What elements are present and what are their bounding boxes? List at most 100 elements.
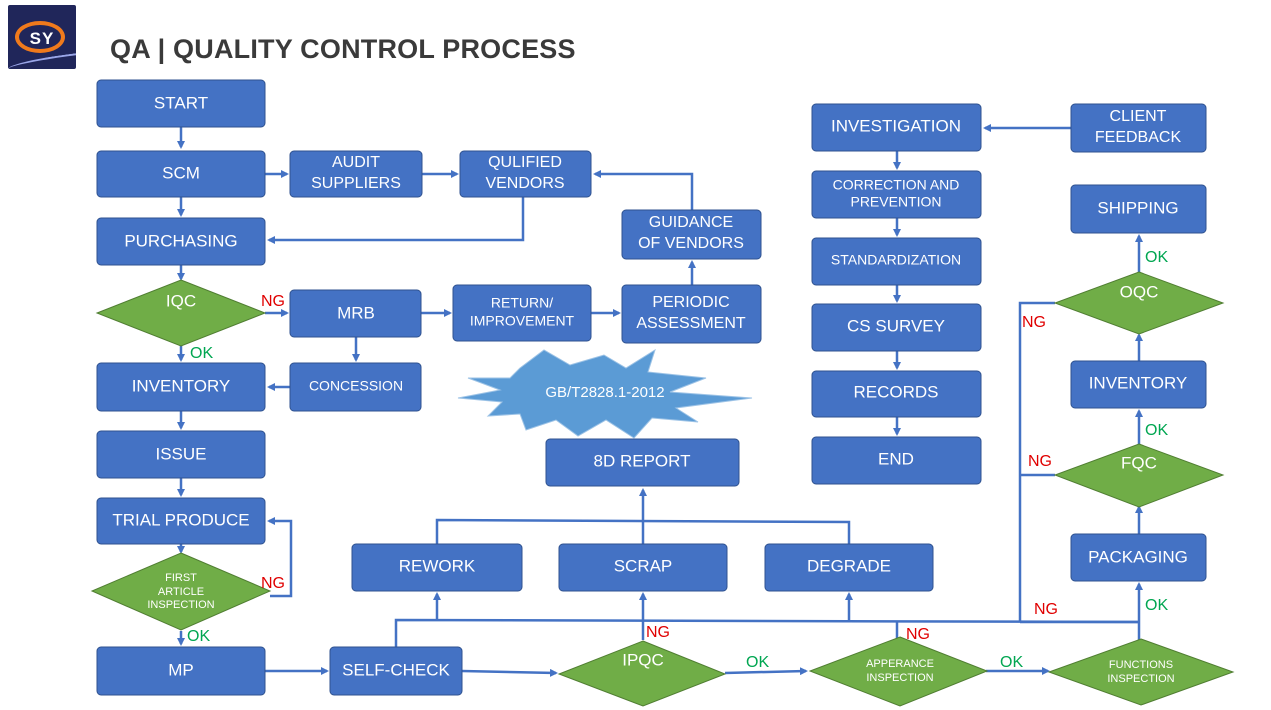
edge-oqc-ng-loop (1018, 301, 1055, 622)
box-shipping-label: SHIPPING (1097, 198, 1178, 217)
box-cs-survey: CS SURVEY (811, 303, 982, 352)
page-title: QA | QUALITY CONTROL PROCESS (110, 34, 576, 64)
box-investigation-label: INVESTIGATION (831, 116, 961, 135)
box-mp-label: MP (168, 660, 194, 679)
box-correction-line1: CORRECTION AND (833, 177, 960, 193)
box-return-line1: RETURN/ (491, 295, 553, 311)
diamond-appearance-line2: INSPECTION (866, 672, 933, 684)
diamond-functions-inspection: FUNCTIONS INSPECTION (1047, 638, 1235, 706)
label-ok-first-article: OK (187, 628, 210, 645)
label-ng-appearance: NG (906, 626, 930, 643)
box-periodic-assessment: PERIODIC ASSESSMENT (621, 284, 762, 344)
box-periodic-line2: ASSESSMENT (636, 315, 746, 332)
label-ok-fqc: OK (1145, 422, 1168, 439)
diamond-ipqc-label: IPQC (622, 650, 664, 669)
box-qualified-vendors: QULIFIED VENDORS (459, 150, 592, 198)
diamond-fqc-label: FQC (1121, 453, 1157, 472)
diamond-appearance-line1: APPERANCE (866, 658, 934, 670)
diamond-oqc: OQC (1053, 271, 1225, 335)
standard-badge: GB/T2828.1-2012 (457, 348, 753, 439)
box-mrb-label: MRB (337, 303, 375, 322)
box-qualified-line2: VENDORS (485, 175, 564, 192)
box-concession-label: CONCESSION (309, 378, 403, 394)
standard-badge-label: GB/T2828.1-2012 (545, 384, 664, 401)
diamond-first-article-inspection: FIRST ARTICLE INSPECTION (90, 552, 272, 631)
box-trial-label: TRIAL PRODUCE (112, 510, 249, 529)
label-ng-ipqc: NG (646, 624, 670, 641)
logo-ring (15, 21, 65, 53)
box-standardization: STANDARDIZATION (811, 237, 982, 286)
box-inventory-right-label: INVENTORY (1089, 373, 1188, 392)
label-ok-iqc: OK (190, 345, 213, 362)
box-qualified-line1: QULIFIED (488, 154, 562, 171)
box-degrade: DEGRADE (764, 543, 934, 592)
diamond-functions-line2: INSPECTION (1107, 673, 1174, 685)
diamond-iqc-label: IQC (166, 291, 196, 310)
label-ok-appearance: OK (1000, 654, 1023, 671)
box-concession: CONCESSION (289, 362, 422, 412)
box-issue: ISSUE (96, 430, 266, 479)
box-mrb: MRB (289, 289, 422, 338)
connectors (177, 124, 1143, 677)
box-shipping: SHIPPING (1070, 184, 1207, 234)
diamond-oqc-label: OQC (1120, 282, 1159, 301)
diamond-first-line2: ARTICLE (158, 586, 204, 598)
box-start: START (96, 79, 266, 128)
box-client-feedback: CLIENT FEEDBACK (1070, 103, 1207, 153)
diamond-first-line3: INSPECTION (147, 599, 214, 611)
box-return-improvement: RETURN/ IMPROVEMENT (452, 284, 592, 342)
decision-labels: NG OK NG OK NG OK NG OK NG OK NG OK NG O… (187, 249, 1168, 671)
box-client-line1: CLIENT (1110, 108, 1167, 125)
label-ok-functions: OK (1145, 597, 1168, 614)
box-guidance-of-vendors: GUIDANCE OF VENDORS (621, 209, 762, 260)
label-ok-ipqc: OK (746, 654, 769, 671)
box-cssurvey-label: CS SURVEY (847, 316, 945, 335)
box-periodic-line1: PERIODIC (652, 294, 729, 311)
diamond-first-line1: FIRST (165, 572, 197, 584)
label-ng-fqc: NG (1028, 453, 1052, 470)
edge-guidance-qualified (593, 170, 694, 210)
box-self-check: SELF-CHECK (329, 646, 463, 696)
box-degrade-label: DEGRADE (807, 556, 891, 575)
diamond-ipqc: IPQC (557, 640, 727, 707)
box-scm-label: SCM (162, 163, 200, 182)
box-scm: SCM (96, 150, 266, 198)
box-return-line2: IMPROVEMENT (470, 313, 575, 329)
box-packaging: PACKAGING (1070, 533, 1207, 582)
box-purchasing: PURCHASING (96, 217, 266, 266)
box-records-label: RECORDS (853, 382, 938, 401)
box-inventory-left-label: INVENTORY (132, 376, 231, 395)
box-start-label: START (154, 93, 208, 112)
logo-text: SY (29, 29, 55, 48)
box-scrap: SCRAP (558, 543, 728, 592)
label-ng-first-article: NG (261, 575, 285, 592)
box-audit-line2: SUPPLIERS (311, 175, 401, 192)
edge-selfcheck-ng-bus (394, 618, 1139, 647)
box-selfcheck-label: SELF-CHECK (342, 660, 450, 679)
edge-firstarticle-ng-trial (267, 517, 293, 598)
box-scrap-label: SCRAP (614, 556, 673, 575)
box-rework-label: REWORK (399, 556, 476, 575)
box-end: END (811, 436, 982, 485)
box-investigation: INVESTIGATION (811, 103, 982, 152)
box-8d-label: 8D REPORT (594, 451, 691, 470)
box-inventory-right: INVENTORY (1070, 360, 1207, 409)
box-audit-line1: AUDIT (332, 154, 380, 171)
label-ng-iqc: NG (261, 293, 285, 310)
box-client-line2: FEEDBACK (1095, 129, 1182, 146)
diamond-functions-line1: FUNCTIONS (1109, 659, 1173, 671)
box-packaging-label: PACKAGING (1088, 547, 1188, 566)
box-audit-suppliers: AUDIT SUPPLIERS (289, 150, 423, 198)
box-guidance-line2: OF VENDORS (638, 235, 744, 252)
edge-ipqc-appearance (724, 667, 808, 676)
box-end-label: END (878, 449, 914, 468)
box-mp: MP (96, 646, 266, 696)
diamond-iqc: IQC (95, 279, 267, 347)
box-inventory-left: INVENTORY (96, 362, 266, 412)
box-correction-line2: PREVENTION (850, 194, 941, 210)
box-trial-produce: TRIAL PRODUCE (96, 497, 266, 545)
edge-qualified-purchasing (267, 197, 525, 244)
box-records: RECORDS (811, 370, 982, 418)
box-correction-prevention: CORRECTION AND PREVENTION (811, 170, 982, 219)
